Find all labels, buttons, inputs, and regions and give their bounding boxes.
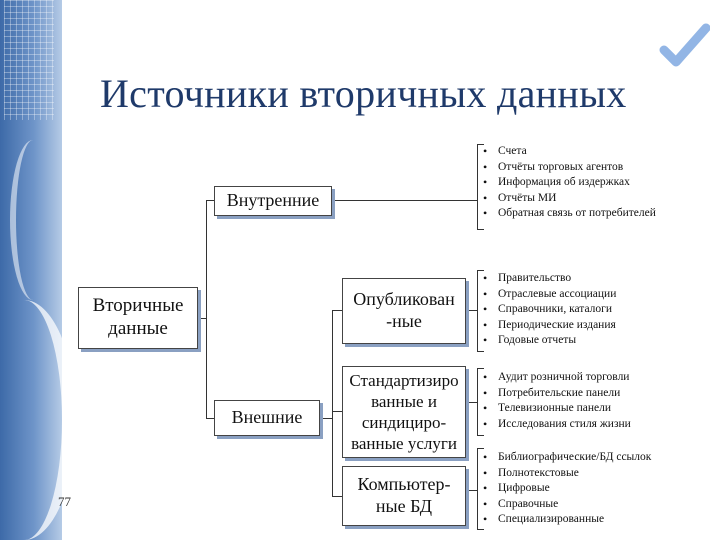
list-item: Правительство xyxy=(480,271,616,287)
list-item: Справочные xyxy=(480,497,651,513)
list-item: Годовые отчеты xyxy=(480,333,616,349)
bracket-computer xyxy=(477,448,484,530)
list-item: Специализированные xyxy=(480,512,651,528)
node-root-label: Вторичные данные xyxy=(92,295,184,339)
connector-to-standardized xyxy=(332,411,342,412)
slide-number: 77 xyxy=(58,494,71,509)
list-item: Справочники, каталоги xyxy=(480,302,616,318)
connector-published-list xyxy=(466,310,477,311)
connector-to-internal xyxy=(206,200,214,201)
node-root: Вторичные данные xyxy=(78,287,198,349)
band-curve-upper xyxy=(10,140,56,300)
list-item: Потребительские панели xyxy=(480,386,631,402)
list-item: Информация об издержках xyxy=(480,175,656,191)
connector-to-published xyxy=(332,310,342,311)
list-item: Отраслевые ассоциации xyxy=(480,287,616,303)
slide-title: Источники вторичных данных xyxy=(100,71,627,116)
list-item: Счета xyxy=(480,144,656,160)
connector-computer-list xyxy=(466,490,477,491)
node-computer: Компьютер- ные БД xyxy=(342,466,466,526)
bracket-standardized xyxy=(477,368,484,436)
list-item: Аудит розничной торговли xyxy=(480,370,631,386)
list-computer: Библиографические/БД ссылок Полнотекстов… xyxy=(480,450,651,528)
node-computer-label: Компьютер- ные БД xyxy=(357,474,451,516)
connector-to-computer xyxy=(332,496,342,497)
node-internal-label: Внутренние xyxy=(226,190,320,211)
list-standardized: Аудит розничной торговли Потребительские… xyxy=(480,370,631,432)
node-standardized-label: Стандартизиро ванные и синдициро- ванные… xyxy=(349,370,459,454)
connector-root-trunk xyxy=(198,318,206,319)
list-item: Полнотекстовые xyxy=(480,466,651,482)
list-internal: Счета Отчёты торговых агентов Информация… xyxy=(480,144,656,222)
list-item: Отчёты торговых агентов xyxy=(480,160,656,176)
checkmark-icon xyxy=(659,23,710,67)
node-standardized: Стандартизиро ванные и синдициро- ванные… xyxy=(342,366,466,458)
connector-standardized-list xyxy=(466,402,477,403)
list-item: Исследования стиля жизни xyxy=(480,417,631,433)
list-item: Периодические издания xyxy=(480,318,616,334)
connector-trunk-vertical xyxy=(206,200,207,418)
list-item: Отчёты МИ xyxy=(480,191,656,207)
band-grid-pattern xyxy=(4,0,54,120)
node-published-label: Опубликован -ные xyxy=(353,289,455,331)
band-gap xyxy=(62,0,70,540)
list-item: Обратная связь от потребителей xyxy=(480,206,656,222)
node-internal: Внутренние xyxy=(214,186,332,216)
list-item: Библиографические/БД ссылок xyxy=(480,450,651,466)
left-decor-band xyxy=(0,0,76,540)
node-external: Внешние xyxy=(214,400,320,436)
list-item: Телевизионные панели xyxy=(480,401,631,417)
list-item: Цифровые xyxy=(480,481,651,497)
list-published: Правительство Отраслевые ассоциации Спра… xyxy=(480,271,616,349)
node-external-label: Внешние xyxy=(231,407,303,428)
node-published: Опубликован -ные xyxy=(342,278,466,344)
connector-external-vertical xyxy=(332,310,333,496)
connector-internal-list xyxy=(332,200,477,201)
connector-to-external xyxy=(206,418,214,419)
connector-external-out xyxy=(320,418,332,419)
